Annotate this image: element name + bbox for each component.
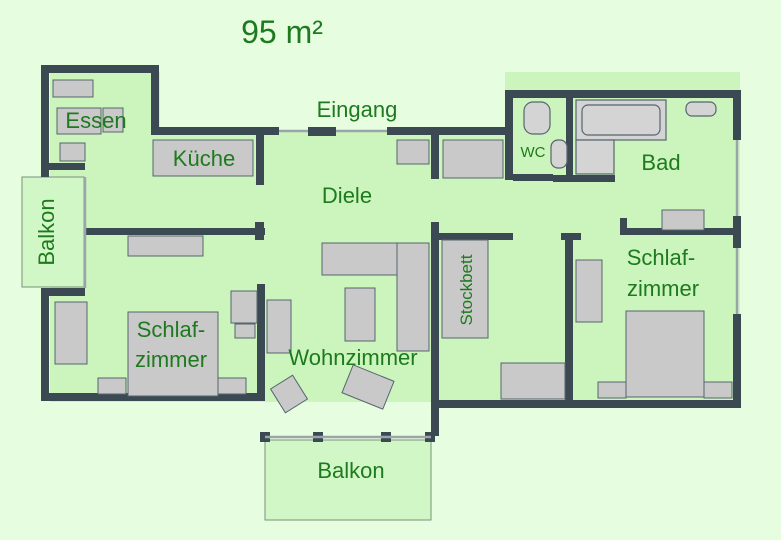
sink-bad — [685, 101, 717, 117]
desk-chair — [234, 323, 256, 339]
windows — [83, 129, 739, 439]
room-label-essen: Essen — [65, 108, 126, 133]
bath-cabinet — [661, 209, 705, 231]
room-label-bad: Bad — [641, 150, 680, 175]
coffee-table — [344, 287, 376, 342]
toilet-wc — [523, 101, 551, 135]
bed-right — [625, 310, 705, 398]
room-label-schlaf-left-1: Schlaf- — [137, 317, 205, 342]
tv-cabinet — [266, 299, 292, 354]
dining-table — [56, 107, 102, 135]
nightstand — [703, 381, 733, 399]
nightstand — [217, 377, 247, 395]
room-label-eingang: Eingang — [317, 97, 398, 122]
desk — [230, 290, 258, 324]
bed-left — [127, 311, 219, 397]
wardrobe-left — [54, 301, 88, 365]
area-label: 95 m² — [241, 14, 323, 50]
room-label-stockbett: Stockbett — [457, 254, 476, 325]
nightstand — [597, 381, 627, 399]
chair — [102, 107, 124, 133]
armchair — [341, 364, 395, 410]
room-label-wohnzimmer: Wohnzimmer — [288, 345, 417, 370]
room-label-balkon-left: Balkon — [34, 198, 59, 265]
shower — [575, 139, 615, 175]
armchair — [269, 374, 309, 414]
room-label-schlaf-right-2: zimmer — [627, 276, 699, 301]
room-label-balkon-bottom: Balkon — [317, 458, 384, 483]
chair — [59, 142, 86, 162]
wardrobe-right — [575, 259, 603, 323]
sink-wc — [550, 139, 568, 169]
room-label-schlaf-left-2: zimmer — [135, 347, 207, 372]
walls — [41, 65, 741, 442]
nightstand — [97, 377, 127, 395]
desk-stock — [500, 362, 566, 400]
shelf — [127, 235, 204, 257]
bathtub-inner — [581, 104, 661, 136]
room-label-diele: Diele — [322, 183, 372, 208]
balcony-bottom — [264, 439, 432, 521]
sideboard-essen — [52, 79, 94, 98]
room-label-schlaf-right-1: Schlaf- — [627, 245, 695, 270]
room-label-wc: WC — [521, 144, 546, 161]
kitchen-counter — [152, 139, 254, 177]
room-label-kueche: Küche — [173, 146, 235, 171]
wardrobe — [442, 139, 504, 179]
sofa-side — [396, 242, 430, 352]
shoe-cabinet — [396, 139, 430, 165]
bunk-bed — [441, 239, 489, 339]
furniture — [52, 79, 733, 414]
